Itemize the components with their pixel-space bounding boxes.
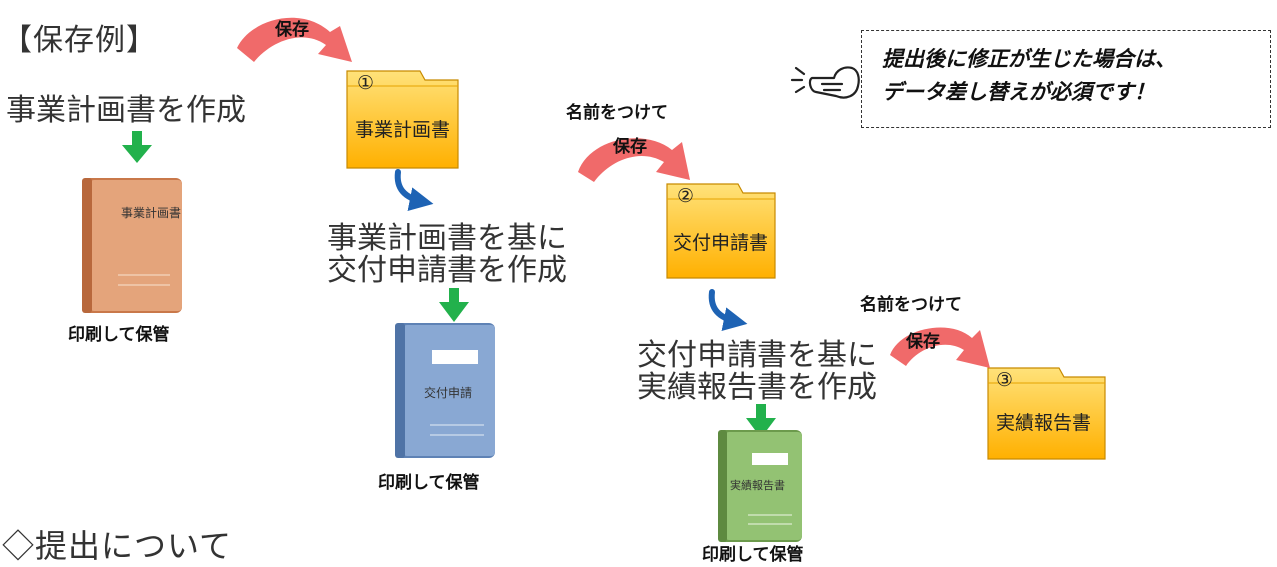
save-label-2-line2: 保存 [613, 137, 647, 157]
heading-submission: ◇提出について [2, 527, 233, 565]
book-icon [395, 323, 495, 458]
folder-icon [987, 367, 1106, 460]
curved-arrow-icon [890, 327, 990, 368]
save-label-2-line1: 名前をつけて [566, 103, 668, 123]
save-label-1: 保存 [275, 20, 309, 40]
step-create-application-line2: 交付申請書を作成 [327, 253, 567, 288]
notice-box: 提出後に修正が生じた場合は、 データ差し替えが必須です！ [861, 30, 1271, 128]
book-icon [82, 178, 182, 313]
pointing-hand-icon [790, 66, 860, 99]
folder1-label: 事業計画書 [355, 119, 451, 141]
curved-arrow-icon [708, 289, 748, 331]
notice-text: 提出後に修正が生じた場合は、 データ差し替えが必須です！ [882, 43, 1176, 109]
print-label-3: 印刷して保管 [702, 545, 804, 565]
book1-title: 事業計画書 [121, 206, 182, 220]
down-arrow-icon [439, 288, 469, 322]
book3-title: 実績報告書 [730, 479, 785, 492]
print-label-2: 印刷して保管 [378, 473, 480, 493]
folder3-label: 実績報告書 [996, 412, 1092, 434]
step-create-plan: 事業計画書を作成 [6, 93, 246, 128]
folder2-label: 交付申請書 [673, 232, 769, 254]
folder-icon [666, 183, 776, 279]
folder3-number: ③ [996, 369, 1014, 391]
book-icon [718, 430, 802, 542]
folder-icon [346, 70, 459, 169]
save-label-3-line2: 保存 [906, 332, 940, 352]
curved-arrow-icon [394, 169, 434, 211]
save-label-3-line1: 名前をつけて [860, 295, 962, 315]
folder2-number: ② [677, 185, 695, 207]
down-arrow-icon [746, 404, 776, 438]
down-arrow-icon [122, 131, 152, 163]
book2-title: 交付申請 [424, 386, 473, 400]
heading-save-example: 【保存例】 [2, 23, 157, 58]
curved-arrow-icon [237, 17, 352, 63]
step-create-report-line2: 実績報告書を作成 [637, 370, 877, 405]
step-create-application-line1: 事業計画書を基に [327, 221, 567, 256]
step-create-report-line1: 交付申請書を基に [637, 338, 877, 373]
notice-line-1: 提出後に修正が生じた場合は、 [882, 47, 1176, 71]
print-label-1: 印刷して保管 [68, 325, 170, 345]
folder1-number: ① [357, 72, 375, 94]
curved-arrow-icon [578, 138, 690, 182]
notice-line-2: データ差し替えが必須です！ [882, 80, 1155, 104]
